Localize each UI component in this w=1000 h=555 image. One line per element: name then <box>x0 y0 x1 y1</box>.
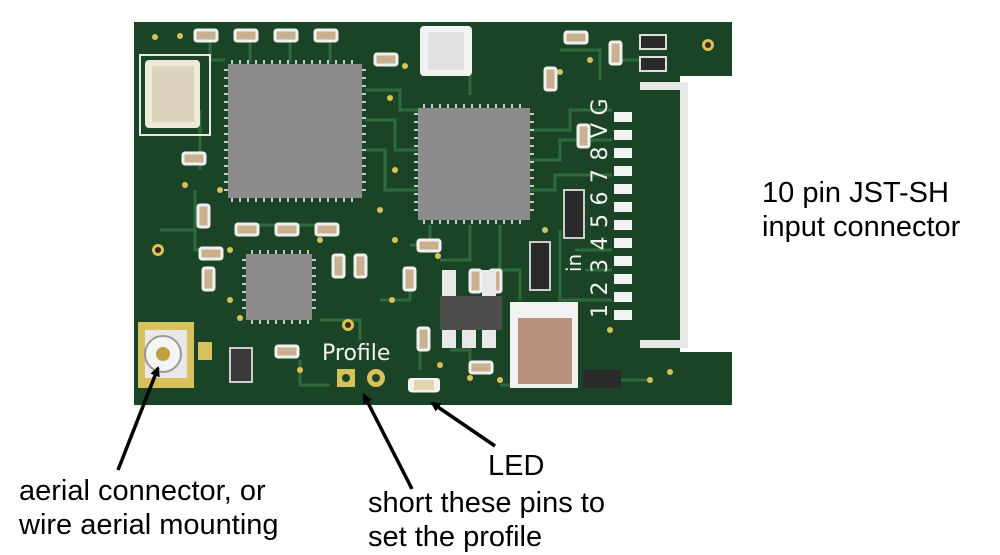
pin-label-4: 4 <box>588 237 613 251</box>
passive-components <box>181 28 667 393</box>
profile-label-line2: set the profile <box>368 521 543 553</box>
profile-arrow <box>362 393 414 490</box>
mcu-chip-medium <box>414 104 534 224</box>
mcu-chip-large <box>224 60 366 202</box>
pin-label-7: 7 <box>588 169 613 183</box>
led-arrow <box>430 401 496 448</box>
jst-connector <box>614 82 688 348</box>
connector-label-line2: input connector <box>762 211 961 243</box>
pin-label-G: G <box>588 98 613 115</box>
led-callout: LED <box>488 450 545 482</box>
mounting-holes <box>152 39 714 331</box>
pin-label-5: 5 <box>588 214 613 228</box>
connector-label-line1: 10 pin JST-SH <box>762 177 949 209</box>
profile-pins <box>337 369 385 387</box>
pin-label-6: 6 <box>588 192 613 206</box>
pin-label-3: 3 <box>588 259 613 273</box>
tantalum-capacitor <box>510 302 578 388</box>
led-component <box>408 378 440 392</box>
pcb-board: 1 2 3 4 5 6 7 8 VG in Profile <box>134 22 732 405</box>
silkscreen-in: in <box>562 254 586 272</box>
vias <box>152 33 673 383</box>
pin-label-1: 1 <box>588 304 613 318</box>
pin-label-2: 2 <box>588 282 613 296</box>
pin-label-V: V <box>588 123 613 138</box>
connector-callout: 10 pin JST-SH input connector <box>762 176 960 244</box>
aerial-connector <box>138 322 212 388</box>
aerial-label-line1: aerial connector, or <box>19 475 266 507</box>
pin-label-8: 8 <box>588 147 613 161</box>
silkscreen-profile: Profile <box>322 341 390 366</box>
callout-arrows <box>116 366 496 490</box>
profile-label-line1: short these pins to <box>368 487 605 519</box>
voltage-regulator <box>440 270 502 348</box>
connector-pin-labels: 1 2 3 4 5 6 7 8 VG <box>588 98 613 318</box>
profile-callout: short these pins to set the profile <box>368 486 605 554</box>
top-oscillator <box>420 26 472 76</box>
aerial-label-line2: wire aerial mounting <box>19 509 279 541</box>
crystal-component <box>139 54 211 136</box>
radio-chip-small <box>242 250 316 324</box>
aerial-callout: aerial connector, or wire aerial mountin… <box>19 474 279 542</box>
aerial-arrow <box>116 366 160 471</box>
